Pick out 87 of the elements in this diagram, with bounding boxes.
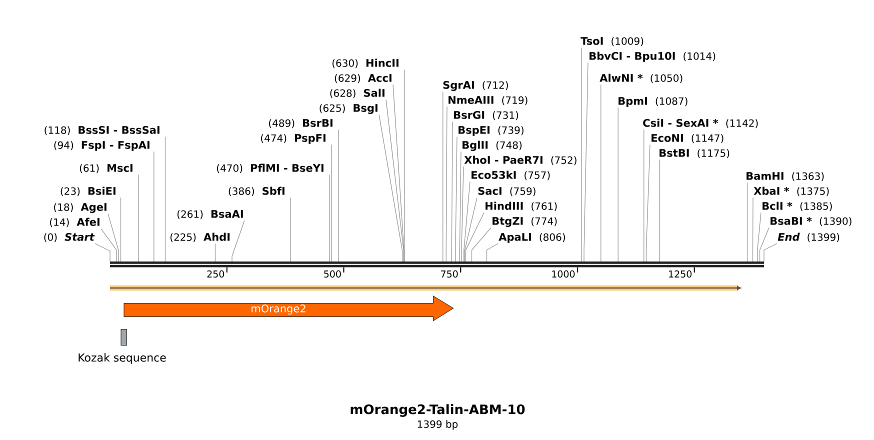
site-label: (630) HincII	[332, 58, 398, 68]
site-label: AlwNI * (1050)	[600, 74, 682, 84]
leader-line	[600, 84, 602, 262]
site-label: XhoI - PaeR7I (752)	[464, 156, 576, 166]
site-label: BsaBI * (1390)	[770, 216, 852, 226]
leader-line	[464, 181, 470, 262]
site-label: BpmI (1087)	[618, 97, 688, 107]
site-label: (23) BsiEI	[60, 186, 116, 196]
site-label: (0) Start	[44, 232, 95, 242]
site-label: BbvCI - Bpu10I (1014)	[590, 52, 716, 62]
leader-line	[120, 197, 122, 262]
leader-line	[164, 136, 166, 262]
leader-line	[584, 62, 588, 262]
site-label: BstBI (1175)	[660, 149, 730, 158]
leader-line	[760, 227, 770, 262]
leader-line	[331, 144, 332, 262]
site-label: BclI * (1385)	[762, 202, 832, 212]
site-label: BamHI (1363)	[746, 172, 824, 182]
site-label: BsrGI (731)	[454, 110, 518, 120]
site-label: (225) AhdI	[170, 232, 230, 242]
leader-line	[581, 47, 582, 262]
leader-line	[659, 159, 660, 262]
leader-line	[764, 243, 778, 262]
site-label: EcoNI (1147)	[652, 134, 724, 144]
site-label: (61) MscI	[80, 164, 132, 174]
leader-line	[108, 213, 119, 262]
site-label: SacI (759)	[478, 186, 536, 196]
leader-line	[752, 197, 754, 262]
tick-label: 1250	[669, 270, 692, 278]
site-label: NmeAIII (719)	[448, 96, 528, 106]
leader-line	[472, 227, 492, 262]
tick-label: 250	[207, 270, 224, 278]
leader-line	[646, 144, 650, 262]
site-label: HindIII (761)	[486, 202, 557, 212]
leader-line	[392, 84, 404, 262]
site-label: End (1399)	[778, 232, 840, 242]
site-label: (470) PflMI - BseYI	[217, 164, 324, 174]
leader-line	[464, 197, 478, 262]
site-label: Eco53kI (757)	[472, 170, 550, 180]
leader-line	[214, 243, 216, 262]
leader-line	[232, 220, 245, 262]
site-label: CsiI - SexAI * (1142)	[643, 118, 758, 128]
site-label: TsoI (1009)	[580, 37, 644, 46]
leader-line	[138, 174, 139, 262]
leader-line	[329, 174, 330, 262]
leader-line	[378, 114, 402, 262]
leader-line	[290, 197, 291, 262]
tick-label: 500	[324, 270, 341, 278]
leader-line	[404, 69, 405, 262]
title: mOrange2-Talin-ABM-10	[350, 404, 525, 417]
leader-line	[446, 106, 448, 262]
site-label: (18) AgeI	[54, 203, 106, 214]
leader-line	[486, 243, 498, 262]
leader-line	[455, 136, 458, 262]
leader-line	[461, 166, 464, 262]
leader-line	[94, 243, 110, 262]
tick-label: 1000	[552, 270, 575, 278]
leader-line	[746, 182, 748, 262]
leader-line	[451, 121, 453, 262]
site-label: (489) BsrBI	[269, 119, 332, 128]
site-label: (386) SbfI	[228, 186, 284, 196]
site-label: (261) BsaAI	[177, 210, 243, 220]
site-label: (14) AfeI	[50, 218, 100, 228]
site-label: SgrAI (712)	[443, 80, 508, 92]
site-label: BglII (748)	[462, 140, 522, 152]
feature-block: mOrange2	[124, 295, 454, 322]
leader-line	[100, 228, 117, 262]
site-label: (94) FspI - FspAI	[54, 141, 150, 151]
site-label: (628) SalI	[330, 88, 384, 98]
leader-line	[442, 91, 444, 262]
tick-label: 750	[441, 270, 458, 278]
site-label: (625) BsgI	[320, 104, 378, 114]
site-label: (629) AccI	[334, 74, 392, 84]
caption: 1399 bp	[418, 420, 458, 430]
leader-line	[466, 212, 484, 262]
feature-label: Kozak sequence	[78, 353, 166, 364]
leader-line	[459, 151, 462, 262]
site-label: (474) PspFI	[261, 134, 326, 144]
site-label: ApaLI (806)	[498, 233, 565, 243]
site-label: (118) BssSI - BssSaI	[44, 126, 160, 136]
leader-line	[338, 129, 339, 262]
site-label: BspEI (739)	[458, 126, 524, 136]
feature-band	[110, 285, 741, 291]
site-label: BtgZI (774)	[492, 217, 557, 228]
leader-line	[757, 212, 762, 262]
backbone	[110, 262, 764, 268]
site-label: XbaI * (1375)	[754, 186, 829, 196]
